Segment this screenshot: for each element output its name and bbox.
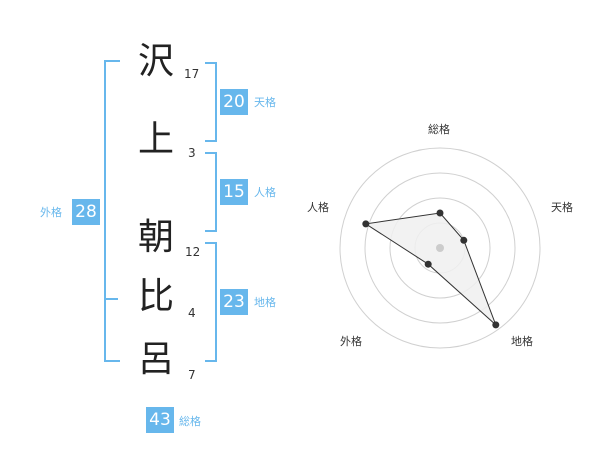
radar-point-4 [424,260,432,268]
stroke-count-4: 4 [188,306,196,320]
radar-label-gaikaku: 外格 [340,335,362,348]
radar-center-dot [436,244,444,252]
radar-point-5 [362,220,370,228]
stroke-count-3: 12 [185,245,201,259]
stroke-count-1: 17 [184,67,200,81]
radar-label-tenkaku: 天格 [551,201,573,214]
stroke-count-5: 7 [188,368,196,382]
gaikaku-value: 28 [72,199,100,225]
name-char-4: 比 [137,276,174,317]
tenkaku-bracket [205,62,217,142]
soukaku-value: 43 [146,407,174,433]
radar-ring [339,147,541,349]
radar-label-chikaku: 地格 [511,335,533,348]
name-char-3: 朝 [137,217,174,258]
radar-polygon [364,212,497,326]
chikaku-label: 地格 [254,296,276,309]
radar-ring [389,197,491,299]
radar-point-1 [436,209,444,217]
radar-label-jinkaku: 人格 [307,201,329,214]
tenkaku-value: 20 [220,89,248,115]
radar-point-2 [460,236,468,244]
radar-point-3 [492,321,500,329]
jinkaku-value: 15 [220,179,248,205]
chikaku-bracket [205,242,217,362]
chikaku-value: 23 [220,289,248,315]
stroke-count-2: 3 [188,146,196,160]
name-char-5: 呂 [137,339,174,380]
radar-ring [364,172,516,324]
jinkaku-bracket [205,152,217,232]
soukaku-label: 総格 [179,415,201,428]
gaikaku-bracket-tick [104,298,118,300]
gaikaku-bracket [104,60,120,362]
name-char-1: 沢 [137,41,174,82]
jinkaku-label: 人格 [254,186,276,199]
gaikaku-label: 外格 [40,206,62,219]
name-char-2: 上 [137,119,174,160]
tenkaku-label: 天格 [254,96,276,109]
radar-label-soukaku: 総格 [428,123,450,136]
